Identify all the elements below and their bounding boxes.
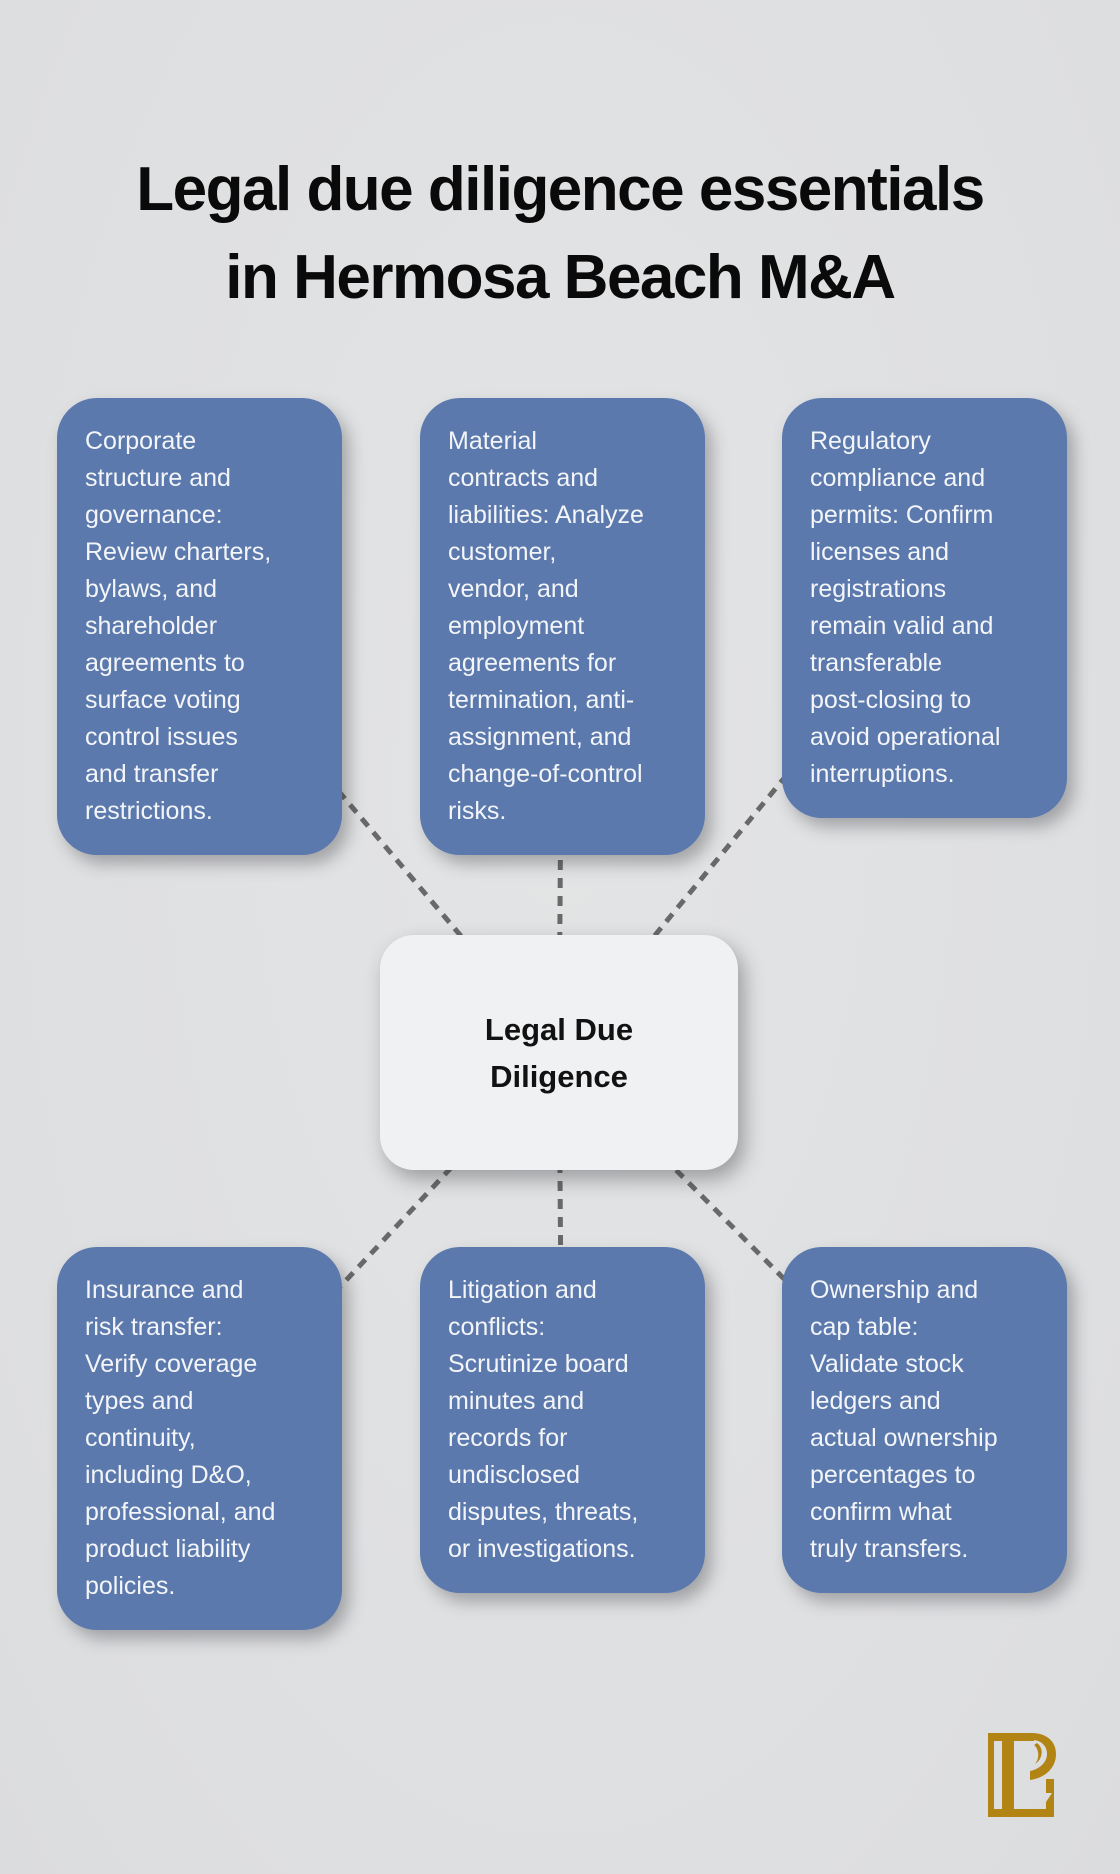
center-node-label: Legal Due Diligence	[484, 1011, 634, 1094]
node-corporate-structure: Corporate structure and governance: Revi…	[57, 398, 342, 855]
pl-monogram-icon	[988, 1733, 1056, 1817]
node-material-contracts: Material contracts and liabilities: Anal…	[420, 398, 705, 855]
node-regulatory-compliance: Regulatory compliance and permits: Confi…	[782, 398, 1067, 818]
connector-line	[557, 1050, 926, 1422]
page-title: Legal due diligence essentials in Hermos…	[136, 154, 985, 312]
node-ownership-cap-table: Ownership and cap table: Validate stock …	[782, 1247, 1067, 1593]
center-node: Legal Due Diligence	[380, 935, 738, 1170]
node-litigation-conflicts: Litigation and conflicts: Scrutinize boa…	[420, 1247, 705, 1593]
node-insurance-risk-transfer: Insurance and risk transfer: Verify cove…	[57, 1247, 342, 1630]
